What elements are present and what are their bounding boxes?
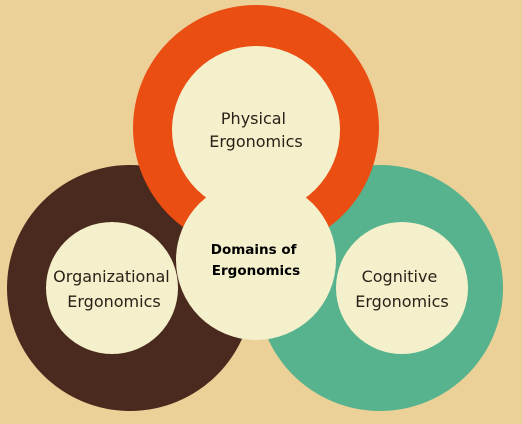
cognitive-label-line1: Cognitive <box>362 267 438 286</box>
center-label: Domains of Ergonomics <box>211 242 301 279</box>
cognitive-label: Cognitive Ergonomics <box>355 267 448 311</box>
organizational-label-line1: Organizational <box>53 267 170 286</box>
organizational-label: Organizational Ergonomics <box>53 267 175 311</box>
organizational-circle-inner <box>46 222 178 354</box>
center-circle <box>176 180 336 340</box>
physical-label: Physical Ergonomics <box>209 109 302 151</box>
physical-label-line1: Physical <box>221 109 286 128</box>
organizational-label-line2: Ergonomics <box>67 292 160 311</box>
center-label-line2: Ergonomics <box>212 263 300 279</box>
cognitive-label-line2: Ergonomics <box>355 292 448 311</box>
physical-circle <box>172 46 340 214</box>
cognitive-circle-inner <box>336 222 468 354</box>
physical-label-line2: Ergonomics <box>209 132 302 151</box>
center-label-line1: Domains of <box>211 242 297 258</box>
